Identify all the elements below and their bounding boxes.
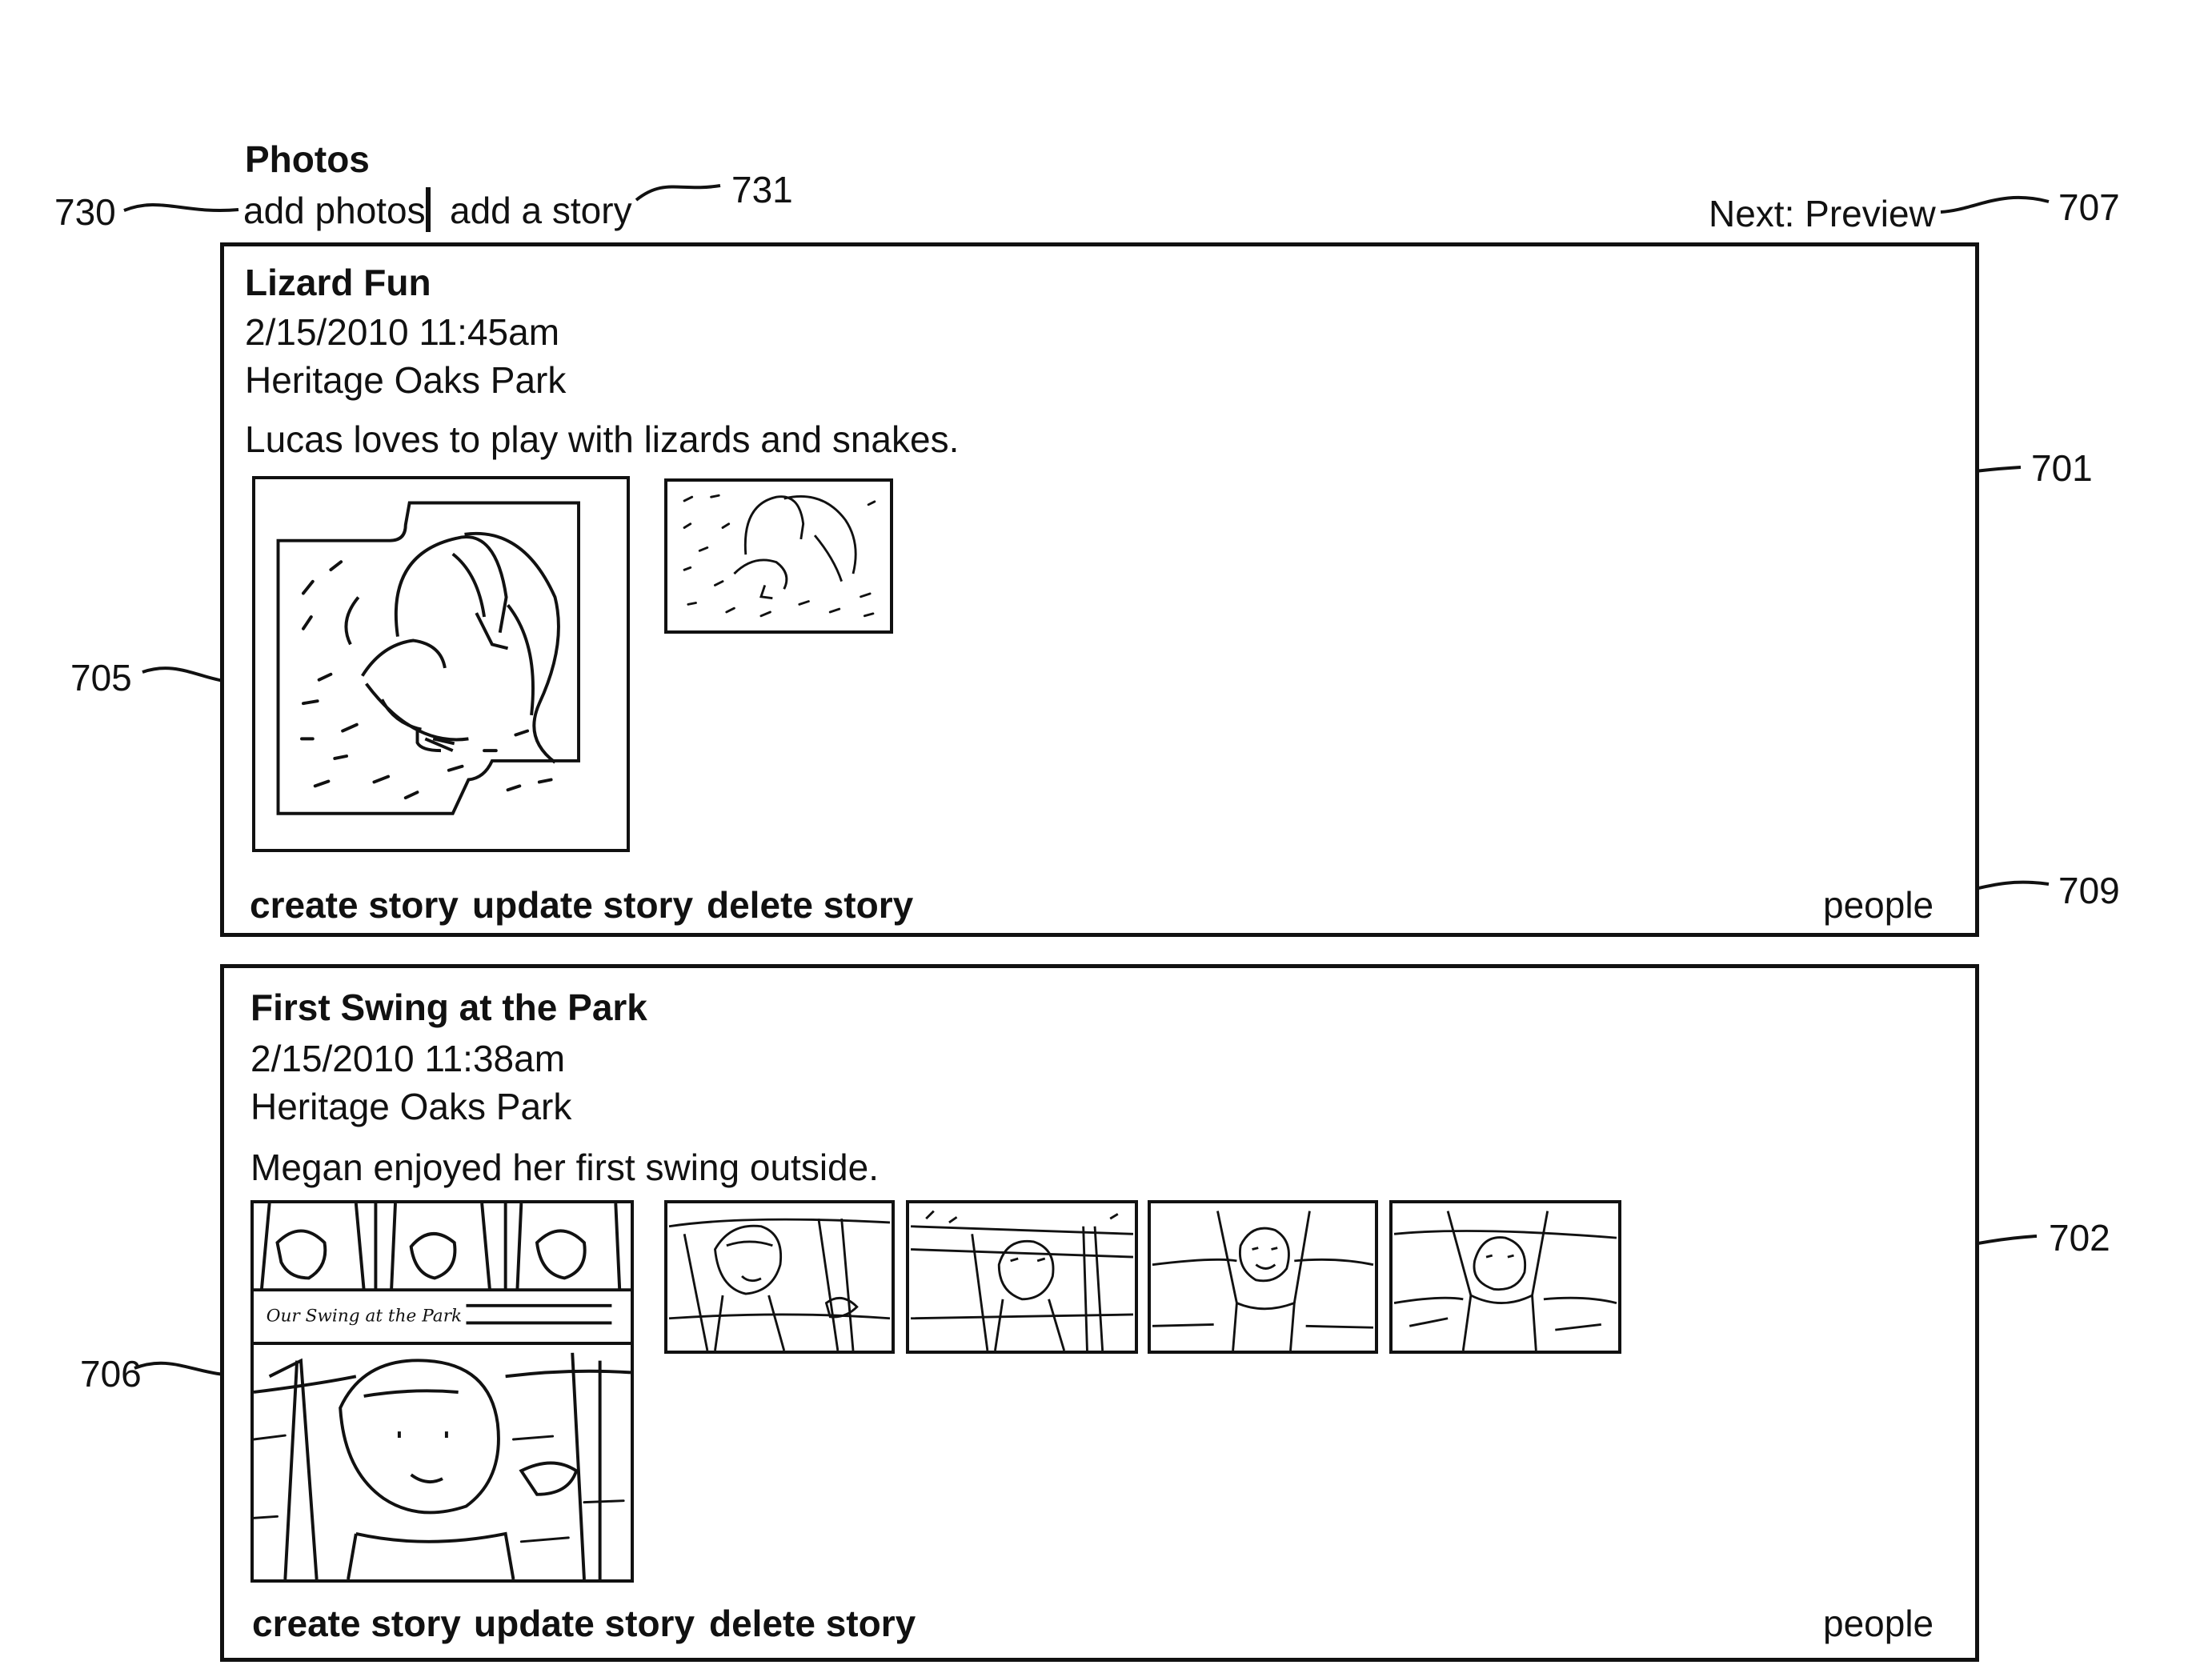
swing-thumb-drawing bbox=[1393, 1203, 1618, 1351]
next-preview-link[interactable]: Next: Preview bbox=[1709, 195, 1936, 232]
ref-701: 701 bbox=[2031, 450, 2093, 486]
story-photo-thumb[interactable] bbox=[1148, 1200, 1378, 1354]
ref-730: 730 bbox=[54, 194, 116, 230]
story-datetime: 2/15/2010 11:45am bbox=[245, 314, 559, 350]
story-thumbnail[interactable] bbox=[664, 478, 893, 634]
story-photo-thumb[interactable] bbox=[664, 1200, 895, 1354]
ref-707: 707 bbox=[2058, 189, 2120, 226]
story-location: Heritage Oaks Park bbox=[250, 1088, 571, 1125]
story-photo-thumb[interactable] bbox=[906, 1200, 1138, 1354]
people-link[interactable]: people bbox=[1823, 887, 1933, 923]
create-story-button[interactable]: create story bbox=[252, 1605, 461, 1642]
ref-705: 705 bbox=[70, 659, 132, 696]
update-story-button[interactable]: update story bbox=[472, 887, 693, 923]
swing-collage-drawing: Our Swing at the Park bbox=[254, 1203, 631, 1579]
child-with-lizard-drawing bbox=[255, 479, 627, 849]
child-with-lizard-thumbnail bbox=[667, 482, 890, 630]
update-story-button[interactable]: update story bbox=[474, 1605, 695, 1642]
collage-photo-caption: Our Swing at the Park bbox=[266, 1306, 462, 1326]
swing-thumb-drawing bbox=[667, 1203, 892, 1351]
story-datetime: 2/15/2010 11:38am bbox=[250, 1040, 565, 1077]
page-title: Photos bbox=[245, 141, 370, 178]
create-story-button[interactable]: create story bbox=[250, 887, 459, 923]
story-caption: Lucas loves to play with lizards and sna… bbox=[245, 421, 959, 458]
story-location: Heritage Oaks Park bbox=[245, 362, 566, 398]
story-cover-photo[interactable] bbox=[252, 476, 630, 852]
ref-706: 706 bbox=[80, 1355, 142, 1392]
add-photos-link[interactable]: add photos bbox=[243, 192, 426, 229]
ref-731: 731 bbox=[731, 171, 793, 208]
swing-thumb-drawing bbox=[1151, 1203, 1375, 1351]
story-title: First Swing at the Park bbox=[250, 989, 647, 1026]
link-separator bbox=[426, 187, 431, 232]
ref-702: 702 bbox=[2049, 1219, 2110, 1256]
delete-story-button[interactable]: delete story bbox=[709, 1605, 916, 1642]
story-cover-photo[interactable]: Our Swing at the Park bbox=[250, 1200, 634, 1583]
delete-story-button[interactable]: delete story bbox=[707, 887, 913, 923]
ref-709: 709 bbox=[2058, 872, 2120, 909]
add-story-link[interactable]: add a story bbox=[450, 192, 632, 229]
story-photo-thumb[interactable] bbox=[1389, 1200, 1621, 1354]
story-caption: Megan enjoyed her first swing outside. bbox=[250, 1149, 879, 1186]
swing-thumb-drawing bbox=[909, 1203, 1135, 1351]
people-link[interactable]: people bbox=[1823, 1605, 1933, 1642]
story-title: Lizard Fun bbox=[245, 264, 431, 301]
